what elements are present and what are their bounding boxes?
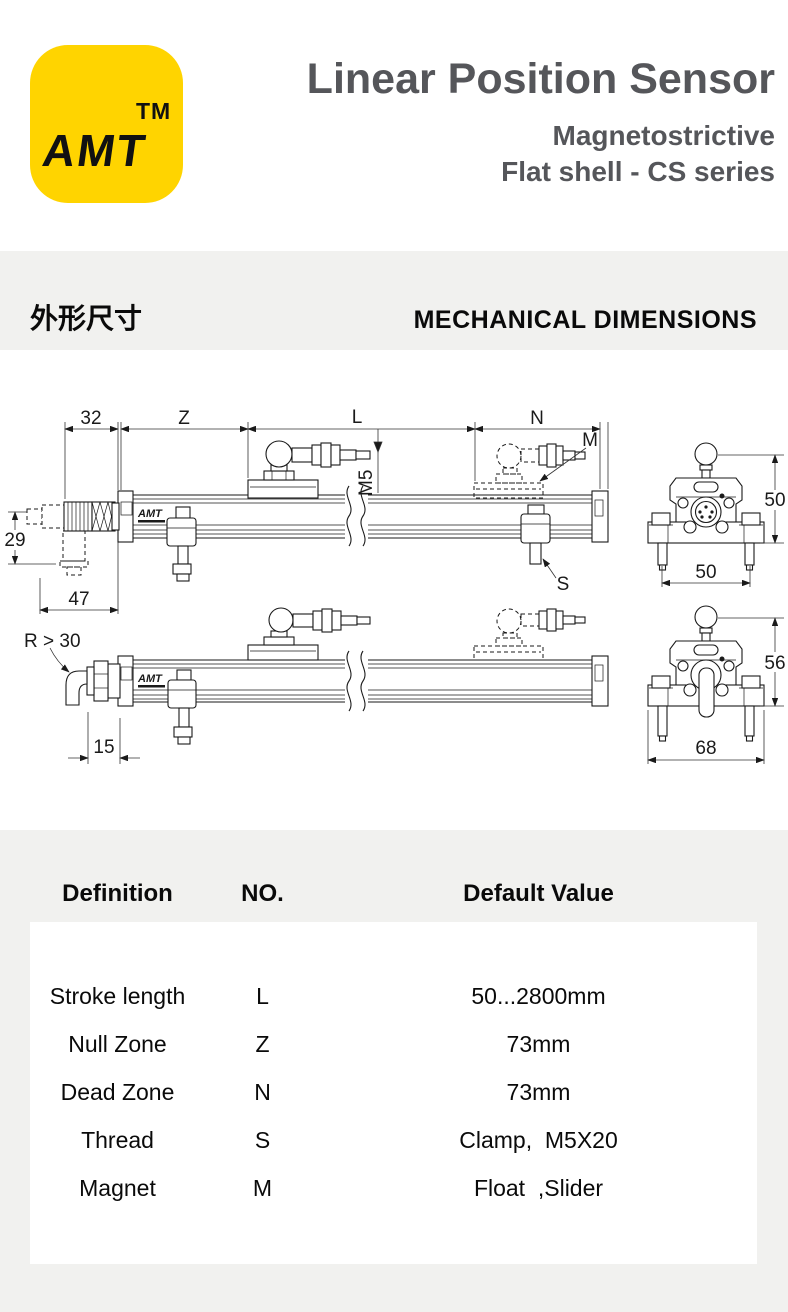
- float-magnet: [247, 440, 371, 499]
- side-view-connector-version: AMT: [2, 407, 609, 614]
- break-line: [346, 485, 352, 547]
- dim-label-32: 32: [80, 408, 101, 429]
- table-row: Thread S Clamp, M5X20: [30, 1116, 757, 1164]
- break-line: [360, 650, 366, 712]
- dim-label-l: L: [352, 407, 363, 428]
- mechanical-drawing-svg: AMT: [2, 407, 788, 764]
- cable-exit-assembly: [65, 660, 121, 706]
- dim-label-m: M: [582, 430, 598, 451]
- magnet-leader-line: [539, 447, 587, 482]
- table-row: Stroke length L 50...2800mm: [30, 972, 757, 1020]
- cell-value: 73mm: [506, 1030, 571, 1057]
- section-header-band: 外形尺寸 MECHANICAL DIMENSIONS: [0, 251, 788, 350]
- dim-label-68: 68: [695, 738, 716, 759]
- dim-label-50-width: 50: [695, 562, 716, 583]
- cell-no: Z: [255, 1030, 270, 1057]
- mounting-clamp-2: [167, 669, 197, 745]
- phantom-magnet-2: [473, 608, 586, 661]
- mounting-clamp-left: [166, 506, 197, 582]
- col-header-default-value: Default Value: [463, 880, 614, 907]
- table-row: Null Zone Z 73mm: [30, 1020, 757, 1068]
- break-line: [346, 650, 352, 712]
- cell-no: N: [254, 1078, 271, 1105]
- subtitle-series: Flat shell - CS series: [501, 156, 775, 187]
- cable-bend: [65, 670, 88, 706]
- screw-leader-line: [542, 558, 557, 579]
- col-header-definition: Definition: [62, 880, 173, 907]
- side-view-cable-version: AMT: [24, 607, 609, 764]
- dim-label-56: 56: [764, 653, 785, 674]
- dim-label-50-height: 50: [764, 490, 785, 511]
- end-view-cable-version: 56 68: [647, 605, 788, 764]
- table-header-row: Definition NO. Default Value: [30, 830, 757, 910]
- radius-leader-line: [49, 647, 70, 673]
- dim-label-z: Z: [178, 408, 190, 429]
- header: TM AMT Linear Position Sensor Magnetostr…: [0, 0, 788, 251]
- phantom-magnet: [473, 443, 586, 499]
- cell-no: M: [252, 1174, 273, 1201]
- logo-tm-mark: TM: [136, 98, 172, 124]
- col-header-no: NO.: [241, 880, 284, 907]
- dim-label-n: N: [530, 408, 544, 429]
- mounting-clamp-right: [520, 504, 551, 565]
- section-title-chinese: 外形尺寸: [30, 303, 143, 334]
- title-block: Linear Position Sensor Magnetostrictive …: [307, 56, 775, 190]
- mechanical-drawing-area: AMT: [0, 350, 788, 830]
- connector-pins: [698, 505, 714, 519]
- dim-label-29: 29: [4, 530, 25, 551]
- cell-no: L: [256, 982, 269, 1009]
- cell-value: 73mm: [506, 1078, 571, 1105]
- rail-brand-print: AMT: [137, 508, 165, 523]
- cell-definition: Thread: [81, 1126, 154, 1153]
- cell-definition: Dead Zone: [60, 1078, 175, 1105]
- table-row: Magnet M Float ,Slider: [30, 1164, 757, 1212]
- end-view-connector-version: 50 50: [647, 442, 788, 587]
- cell-definition: Null Zone: [68, 1030, 167, 1057]
- table-body: Stroke length L 50...2800mm Null Zone Z …: [30, 922, 757, 1264]
- cell-value: Clamp, M5X20: [459, 1126, 618, 1153]
- section-title-english: MECHANICAL DIMENSIONS: [413, 306, 757, 334]
- dim-label-47: 47: [68, 589, 89, 610]
- dim-label-r30: R > 30: [24, 631, 81, 652]
- dim-label-m5: M5: [356, 470, 377, 496]
- float-magnet-2: [247, 607, 371, 661]
- cell-definition: Magnet: [79, 1174, 156, 1201]
- rail-print-text-2: AMT: [137, 673, 163, 685]
- cell-definition: Stroke length: [49, 982, 186, 1009]
- page-title: Linear Position Sensor: [306, 55, 775, 103]
- rail-brand-print-2: AMT: [137, 673, 165, 688]
- cell-no: S: [254, 1126, 271, 1153]
- connector-assembly: [26, 501, 120, 576]
- cell-value: Float ,Slider: [473, 1174, 604, 1201]
- table-row: Dead Zone N 73mm: [30, 1068, 757, 1116]
- rail-print-text: AMT: [137, 508, 163, 520]
- dim-label-15: 15: [93, 737, 114, 758]
- subtitle-technology: Magnetostrictive: [552, 120, 776, 151]
- cable-view-dims: [68, 712, 140, 764]
- amt-logo: TM AMT: [30, 45, 183, 203]
- dim-label-s: S: [557, 574, 570, 595]
- cell-value: 50...2800mm: [471, 982, 606, 1009]
- spec-table-section: Definition NO. Default Value Stroke leng…: [0, 830, 788, 1312]
- cable-strip: [698, 667, 715, 718]
- break-line: [360, 485, 366, 547]
- logo-text: AMT: [39, 125, 151, 176]
